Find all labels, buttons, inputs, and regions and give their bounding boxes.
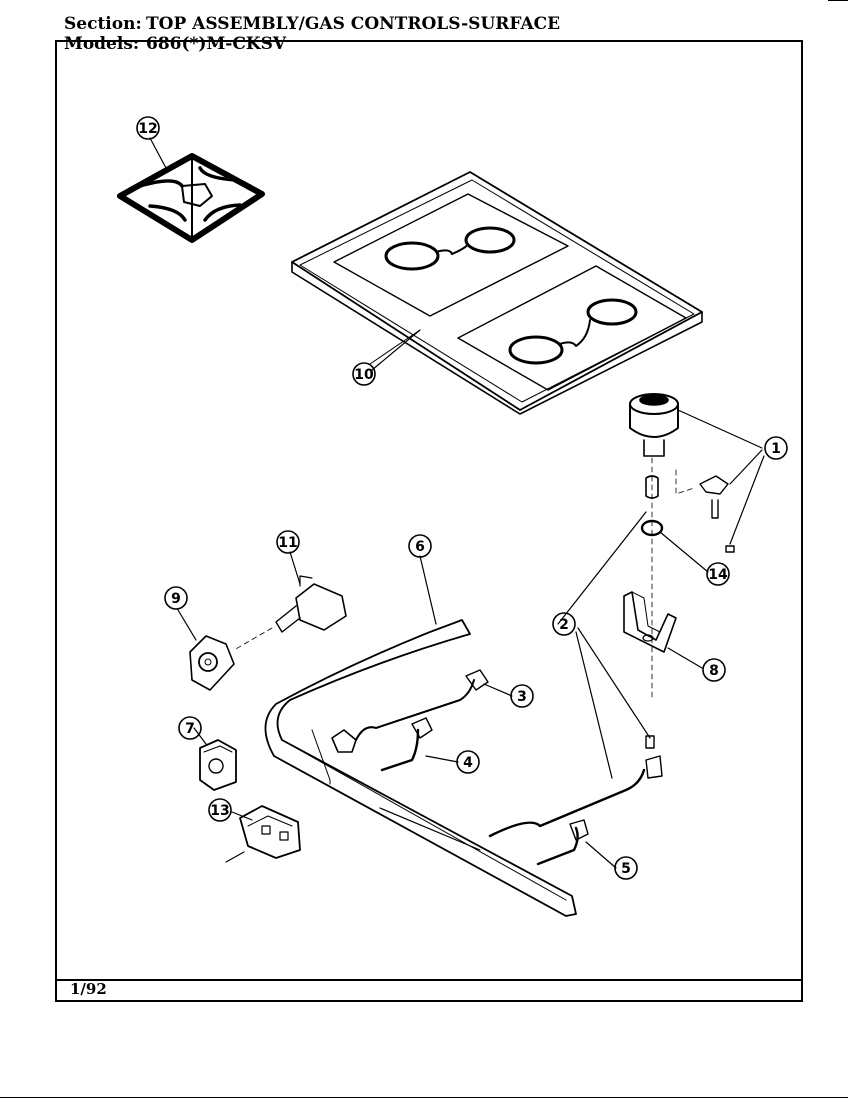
- burner-tube-2: [488, 735, 663, 838]
- footer-divider: [55, 979, 803, 981]
- callout-2: 2: [552, 612, 576, 636]
- callout-label-11: 11: [278, 535, 297, 551]
- diagram-frame: [55, 40, 803, 1002]
- callout-13: 13: [208, 798, 232, 822]
- revision-date: 1/92: [70, 980, 107, 998]
- page-bottom-rule: [0, 1097, 848, 1098]
- section-label: Section:: [64, 14, 142, 34]
- callout-3: 3: [510, 684, 534, 708]
- cooktop-part: [291, 171, 703, 415]
- callout-12: 12: [136, 116, 160, 140]
- callout-label-5: 5: [621, 861, 631, 877]
- page-header: Section: TOP ASSEMBLY/GAS CONTROLS-SURFA…: [64, 14, 560, 54]
- callout-14: 14: [706, 562, 730, 586]
- callout-10: 10: [352, 362, 376, 386]
- burner-tube-3: [331, 669, 489, 753]
- callout-label-4: 4: [463, 755, 473, 771]
- callout-label-3: 3: [517, 689, 527, 705]
- burner-tube-4: [380, 717, 433, 772]
- callout-label-10: 10: [354, 367, 374, 383]
- burner-bracket-part: [623, 591, 677, 653]
- callout-4: 4: [456, 750, 480, 774]
- models-value: 686(*)M-CKSV: [146, 34, 287, 54]
- section-title: TOP ASSEMBLY/GAS CONTROLS-SURFACE: [146, 14, 561, 34]
- callout-label-6: 6: [415, 539, 425, 555]
- surface-burner-part: [629, 393, 735, 701]
- callout-label-8: 8: [709, 663, 719, 679]
- leader-lines: [149, 137, 765, 869]
- callout-7: 7: [178, 716, 202, 740]
- callout-label-2: 2: [559, 617, 569, 633]
- ignition-switch-part: [199, 739, 237, 791]
- callout-9: 9: [164, 586, 188, 610]
- callout-1: 1: [764, 436, 788, 460]
- corner-rule: [828, 0, 848, 1]
- callout-6: 6: [408, 534, 432, 558]
- models-label: Models:: [64, 34, 140, 54]
- callout-label-7: 7: [185, 721, 195, 737]
- callout-11: 11: [276, 530, 300, 554]
- manifold-part: [264, 619, 577, 917]
- callout-label-9: 9: [171, 591, 181, 607]
- callout-label-13: 13: [210, 803, 229, 819]
- callout-label-12: 12: [138, 121, 157, 137]
- spark-module-part: [225, 805, 301, 863]
- callout-label-14: 14: [708, 567, 728, 583]
- callout-label-1: 1: [771, 441, 781, 457]
- burner-tube-5: [536, 819, 589, 866]
- gas-valve-part: [233, 575, 347, 651]
- callout-8: 8: [702, 658, 726, 682]
- callout-5: 5: [614, 856, 638, 880]
- burner-grate-part: [117, 153, 265, 243]
- spark-switch-part: [189, 635, 235, 691]
